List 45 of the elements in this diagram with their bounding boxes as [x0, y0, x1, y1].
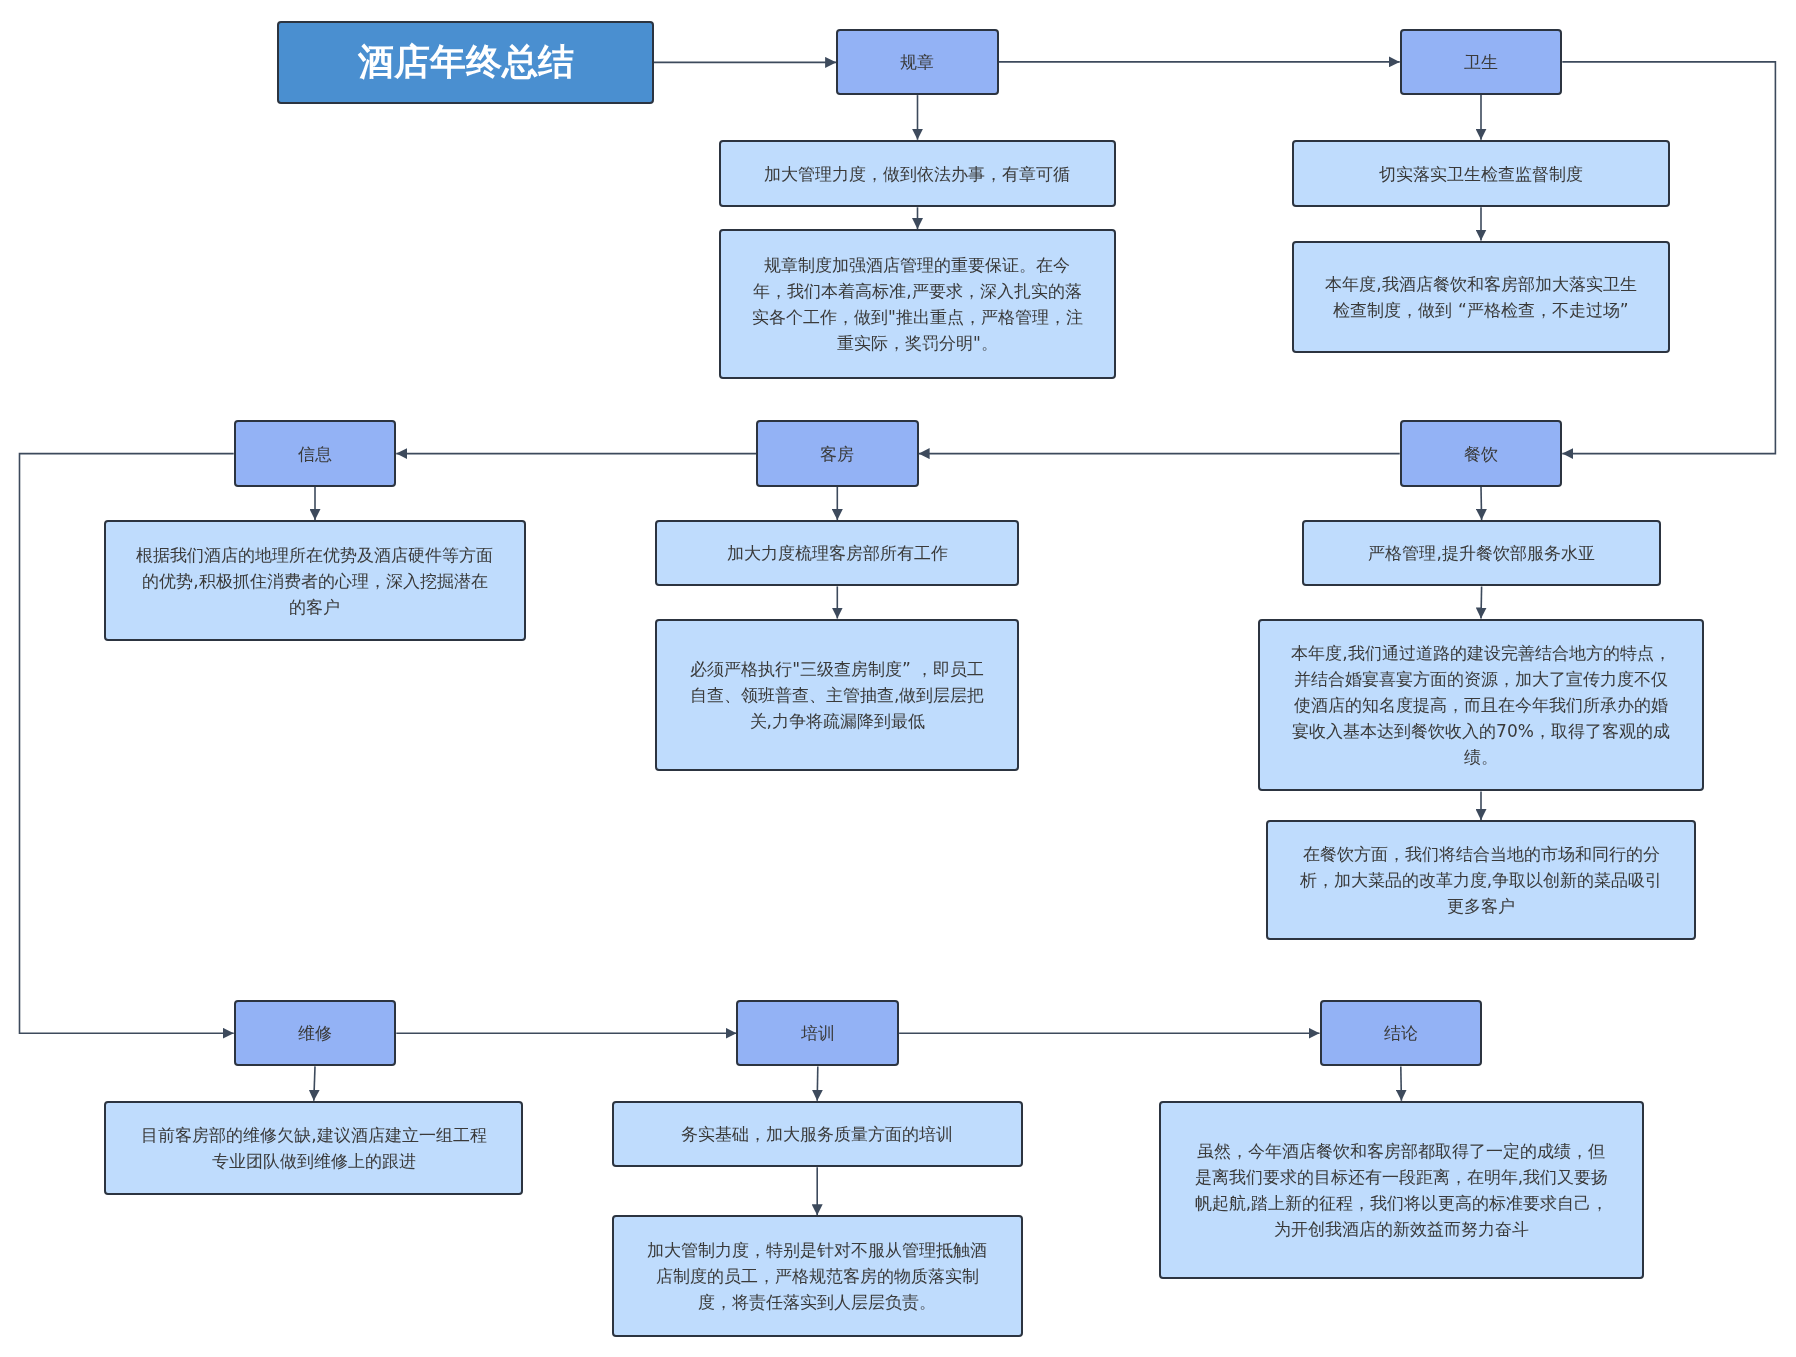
category-box: 培训 — [736, 999, 900, 1067]
arrow — [395, 448, 757, 460]
text-box: 加大力度梳理客房部所有工作 — [655, 520, 1020, 587]
text-box: 务实基础，加大服务质量方面的培训 — [611, 1100, 1023, 1168]
arrow — [1475, 94, 1487, 141]
arrow — [912, 94, 923, 141]
arrow — [395, 1027, 738, 1039]
category-box: 餐饮 — [1399, 420, 1563, 487]
category-box: 信息 — [233, 420, 397, 487]
text-box: 目前客房部的维修欠缺,建议酒店建立一组工程专业团队做到维修上的跟进 — [104, 1100, 524, 1195]
category-box: 维修 — [233, 999, 397, 1067]
arrow — [917, 448, 1401, 460]
arrow — [18, 452, 235, 1039]
arrow — [811, 1065, 823, 1102]
category-box: 客房 — [755, 420, 919, 487]
arrow — [811, 1166, 823, 1217]
text-box: 规章制度加强酒店管理的重要保证。在今年，我们本着高标准,严要求，深入扎实的落实各个工作，做到"推出重点，严格管理，注重实际，奖罚分明"。 — [719, 229, 1116, 380]
arrow — [1395, 1065, 1407, 1102]
arrow — [898, 1027, 1321, 1039]
arrow — [308, 1065, 320, 1102]
text-box: 在餐饮方面，我们将结合当地的市场和同行的分析，加大菜品的改革力度,争取以创新的菜品吸引更多客户 — [1265, 820, 1697, 941]
arrow — [653, 56, 837, 68]
title-box: 酒店年终总结 — [277, 20, 654, 105]
arrow — [831, 585, 843, 620]
arrow — [1475, 486, 1487, 521]
category-box: 结论 — [1319, 999, 1483, 1067]
text-box: 根据我们酒店的地理所在优势及酒店硬件等方面的优势,积极抓住消费者的心理，深入挖掘潜在的客户 — [104, 520, 526, 642]
text-box: 切实落实卫生检查监督制度 — [1292, 139, 1670, 208]
arrow — [1475, 790, 1487, 821]
text-box: 本年度,我们通过道路的建设完善结合地方的特点，并结合婚宴喜宴方面的资源，加大了宣传力度不仅使酒店的知名度提高，而且在今年我们所承办的婚宴收入基本达到餐饮收入的70%，取得了客观的成绩。 — [1257, 618, 1705, 792]
text-box: 加大管理力度，做到依法办事，有章可循 — [719, 139, 1116, 208]
text-box: 加大管制力度，特别是针对不服从管理抵触酒店制度的员工，严格规范客房的物质落实制度，将责任落实到人层层负责。 — [611, 1215, 1023, 1337]
category-box: 卫生 — [1399, 28, 1563, 96]
arrow — [912, 206, 923, 230]
text-box: 严格管理,提升餐饮部服务水亚 — [1302, 520, 1661, 587]
text-box: 虽然，今年酒店餐饮和客房部都取得了一定的成绩，但是离我们要求的目标还有一段距离，在明年,我们又要扬帆起航,踏上新的征程，我们将以更高的标准要求自己，为开创我酒店的新效益而努力奋斗 — [1159, 1100, 1644, 1280]
arrow — [1475, 585, 1487, 620]
text-box: 本年度,我酒店餐饮和客房部加大落实卫生检查制度，做到 “严格检查，不走过场” — [1292, 240, 1670, 353]
category-box: 规章 — [836, 28, 999, 96]
arrow — [309, 486, 321, 521]
arrow — [998, 56, 1401, 68]
arrow — [831, 486, 843, 521]
arrow — [1475, 206, 1487, 242]
text-box: 必须严格执行"三级查房制度” ，即员工自查、领班普查、主管抽查,做到层层把关,力争将疏漏降到最低 — [655, 618, 1020, 771]
arrow — [1561, 61, 1777, 460]
